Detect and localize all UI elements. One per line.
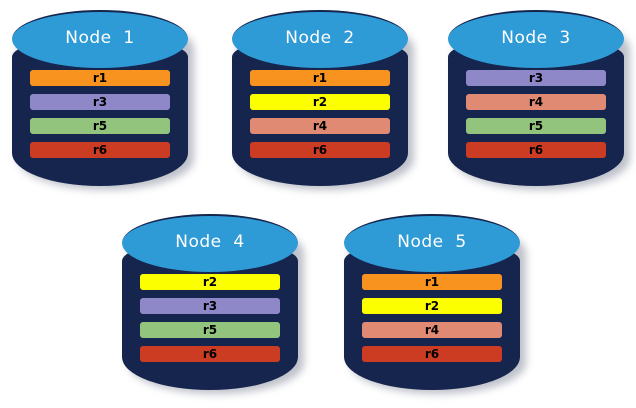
replica-bar-r6[interactable]: r6 [466, 142, 606, 158]
replica-bar-r2[interactable]: r2 [250, 94, 390, 110]
replica-bar-r5[interactable]: r5 [466, 118, 606, 134]
replica-bar-r1[interactable]: r1 [362, 274, 502, 290]
replica-bar-r2[interactable]: r2 [140, 274, 280, 290]
replica-bar-r1[interactable]: r1 [250, 70, 390, 86]
replica-bar-r3[interactable]: r3 [30, 94, 170, 110]
replica-bar-r6[interactable]: r6 [362, 346, 502, 362]
replica-stack: r1 r3 r5 r6 [30, 70, 170, 158]
node-cylinder-top [448, 10, 624, 68]
node-cylinder-top [122, 214, 298, 272]
replica-bar-r3[interactable]: r3 [466, 70, 606, 86]
replica-bar-r4[interactable]: r4 [250, 118, 390, 134]
node-cylinder-top [232, 10, 408, 68]
replica-bar-r6[interactable]: r6 [250, 142, 390, 158]
replica-stack: r3 r4 r5 r6 [466, 70, 606, 158]
replica-stack: r2 r3 r5 r6 [140, 274, 280, 362]
replica-bar-r2[interactable]: r2 [362, 298, 502, 314]
replica-bar-r5[interactable]: r5 [140, 322, 280, 338]
replica-bar-r4[interactable]: r4 [362, 322, 502, 338]
node-cylinder-top [344, 214, 520, 272]
replica-bar-r3[interactable]: r3 [140, 298, 280, 314]
replica-bar-r6[interactable]: r6 [140, 346, 280, 362]
replica-bar-r4[interactable]: r4 [466, 94, 606, 110]
replica-bar-r6[interactable]: r6 [30, 142, 170, 158]
replica-stack: r1 r2 r4 r6 [362, 274, 502, 362]
replica-bar-r5[interactable]: r5 [30, 118, 170, 134]
replica-stack: r1 r2 r4 r6 [250, 70, 390, 158]
replica-bar-r1[interactable]: r1 [30, 70, 170, 86]
node-cylinder-top [12, 10, 188, 68]
